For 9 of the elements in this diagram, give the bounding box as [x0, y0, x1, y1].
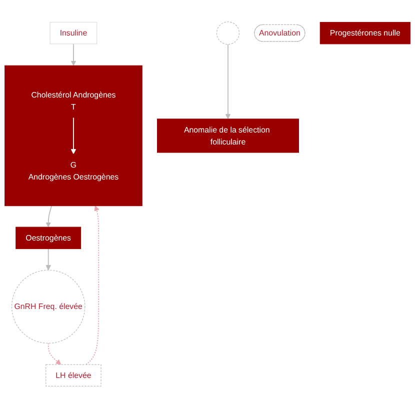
- arrow: [46, 205, 52, 228]
- arrow: [86, 206, 100, 365]
- arrow: [46, 248, 52, 270]
- arrow: [70, 116, 76, 154]
- arrow: [70, 43, 76, 66]
- arrow: [48, 342, 62, 365]
- node-circle: [216, 22, 240, 45]
- arrow: [225, 44, 231, 120]
- cluster: [4, 65, 142, 206]
